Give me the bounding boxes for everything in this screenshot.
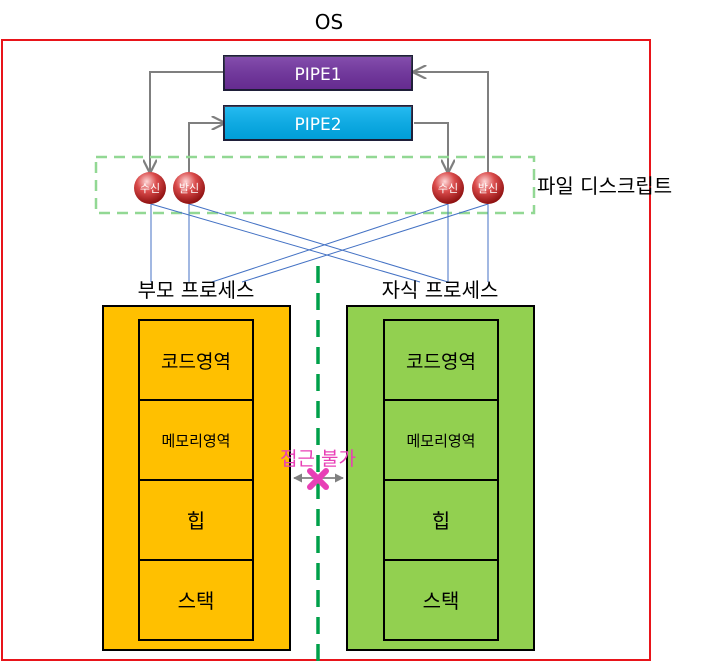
parent-process: 코드영역 메모리영역 힙 스택: [102, 305, 291, 651]
pipe2-arrow-left: [188, 123, 224, 178]
child-receive-endpoint: 수신: [432, 172, 464, 204]
os-boundary: [1, 39, 651, 661]
parent-segment-memory-label: 메모리영역: [161, 432, 230, 450]
child-process-title: 자식 프로세스: [382, 278, 499, 302]
parent-send-endpoint: 발신: [173, 172, 205, 204]
parent-segment-memory: [138, 399, 254, 481]
child-send-endpoint: 발신: [472, 172, 504, 204]
child-segment-memory-label: 메모리영역: [406, 432, 475, 450]
child-process: 코드영역 메모리영역 힙 스택: [346, 305, 535, 651]
pipe1: PIPE1: [223, 55, 413, 91]
child-segment-memory: [383, 399, 499, 481]
pipe2-arrow-right: [414, 122, 448, 172]
parent-segment-heap: [138, 479, 254, 561]
child-receive-label: 수신: [438, 182, 458, 195]
parent-segment-code: [138, 319, 254, 401]
file-descriptor-box: [94, 155, 536, 215]
parent-segment-stack-label: 스택: [178, 589, 215, 613]
child-send-label: 발신: [478, 182, 498, 195]
parent-segment-code-label: 코드영역: [161, 351, 231, 373]
child-segment-code: [383, 319, 499, 401]
parent-receive-label: 수신: [140, 182, 160, 195]
child-segment-stack-label: 스택: [423, 589, 460, 613]
pipe1-arrow-right: [414, 72, 489, 178]
descriptor-links: [150, 203, 489, 283]
parent-process-title: 부모 프로세스: [138, 278, 255, 302]
child-segment-heap: [383, 479, 499, 561]
child-segment-code-label: 코드영역: [406, 351, 476, 373]
pipe2: PIPE2: [223, 105, 413, 141]
child-segment-heap-label: 힙: [432, 509, 450, 533]
pipe1-arrow-left: [150, 71, 224, 172]
parent-segment-stack: [138, 559, 254, 641]
no-access-label: 접근 불가: [280, 448, 356, 470]
parent-send-label: 발신: [179, 182, 199, 195]
pipe2-label: PIPE2: [294, 115, 341, 135]
child-segment-stack: [383, 559, 499, 641]
parent-segment-heap-label: 힙: [187, 509, 205, 533]
os-label: OS: [315, 10, 343, 34]
no-access-x-icon: [307, 468, 329, 490]
parent-receive-endpoint: 수신: [134, 172, 166, 204]
file-descriptor-label: 파일 디스크립트: [537, 174, 672, 198]
pipe1-label: PIPE1: [294, 65, 341, 85]
